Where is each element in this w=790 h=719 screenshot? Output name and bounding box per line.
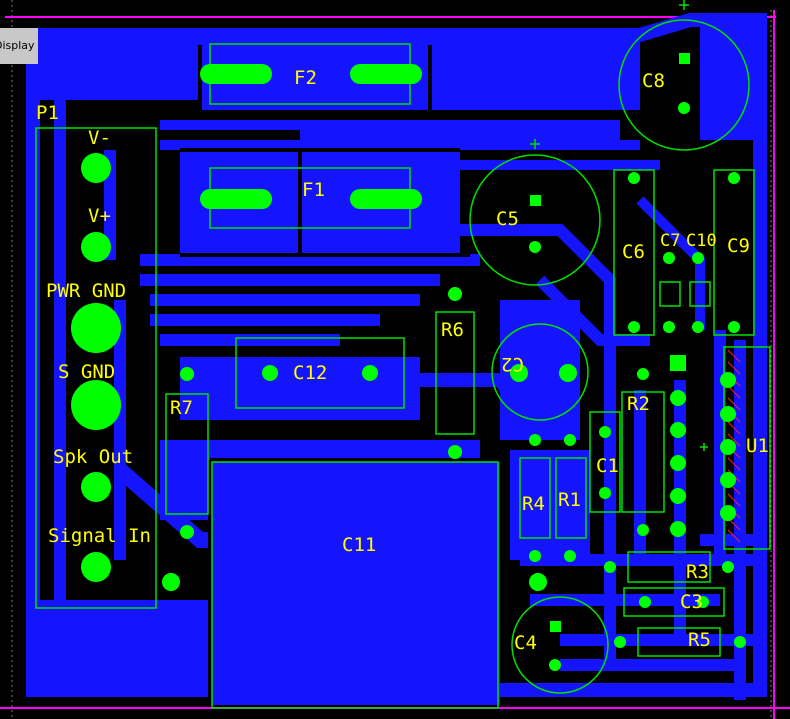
p1-pad-pwr-gnd: [71, 303, 121, 353]
f1-label: F1: [302, 179, 325, 201]
r4-label: R4: [522, 493, 545, 515]
c7-label: C7: [660, 231, 680, 251]
copper-layer: [26, 13, 767, 705]
p1-pad-v-minus: [81, 153, 111, 183]
c5-pad-square: [530, 195, 541, 206]
pin-label-signal-in: Signal In: [48, 525, 151, 547]
r4-outline: [519, 457, 551, 539]
c12-outline: [235, 337, 405, 409]
c6-label: C6: [622, 241, 645, 263]
r5-outline: [637, 627, 721, 657]
display-tab[interactable]: Display: [0, 28, 38, 64]
copper-clearance: [180, 45, 500, 705]
f2-pad-right: [350, 64, 422, 84]
r6-outline: [435, 311, 475, 435]
f2-label: F2: [294, 67, 317, 89]
pads-layer: [71, 53, 746, 671]
c1-outline: [589, 411, 621, 513]
r6-label: R6: [441, 319, 464, 341]
f2-pad-left: [200, 64, 272, 84]
c1-label: C1: [596, 455, 619, 477]
c9-label: C9: [727, 235, 750, 257]
c9-outline: [713, 169, 755, 336]
pin-label-pwr-gnd: PWR GND: [46, 280, 126, 302]
c5-label: C5: [496, 208, 519, 230]
c11-label: C11: [342, 534, 376, 556]
r3-label: R3: [686, 561, 709, 583]
pin-label-s-gnd: S GND: [58, 361, 115, 383]
r3-outline: [627, 551, 711, 583]
p1-pad-s-gnd: [71, 380, 121, 430]
r2-outline: [621, 391, 665, 513]
c10-label: C10: [686, 231, 717, 251]
c2-outline: [491, 323, 589, 421]
r7-outline: [165, 393, 209, 515]
c3-outline: [623, 587, 725, 617]
r1-outline: [555, 457, 587, 539]
c8-pad-round: [678, 102, 690, 114]
r1-label: R1: [558, 489, 581, 511]
r7-label: R7: [170, 397, 193, 419]
pin-label-v-plus: V+: [88, 205, 111, 227]
p1-outline: [35, 127, 157, 609]
f1-pad-left: [200, 189, 272, 209]
r2-label: R2: [627, 393, 650, 415]
c5-pad-round: [529, 241, 541, 253]
c5-outline: [469, 154, 601, 286]
c10-outline: [689, 281, 711, 307]
r5-label: R5: [688, 629, 711, 651]
p1-pad-spk-out: [81, 472, 111, 502]
c12-label: C12: [293, 362, 327, 384]
u1-label: U1: [746, 435, 769, 457]
c8-label: C8: [642, 70, 665, 92]
p1-label: P1: [36, 102, 59, 124]
f1-pad-right: [350, 189, 422, 209]
c3-label: C3: [680, 591, 703, 613]
c4-outline: [511, 596, 609, 694]
pin-label-spk-out: Spk Out: [53, 446, 133, 468]
c7-outline: [659, 281, 681, 307]
polarity-marks: [530, 0, 708, 451]
c6-outline: [613, 169, 655, 336]
c4-label: C4: [514, 632, 537, 654]
p1-pad-signal-in: [81, 552, 111, 582]
pin-label-v-minus: V-: [88, 127, 111, 149]
c8-outline: [618, 19, 750, 151]
c8-pad-square: [679, 53, 690, 64]
c11-outline: [211, 461, 499, 709]
c2-label: C2: [501, 353, 524, 375]
p1-pad-v-plus: [81, 232, 111, 262]
